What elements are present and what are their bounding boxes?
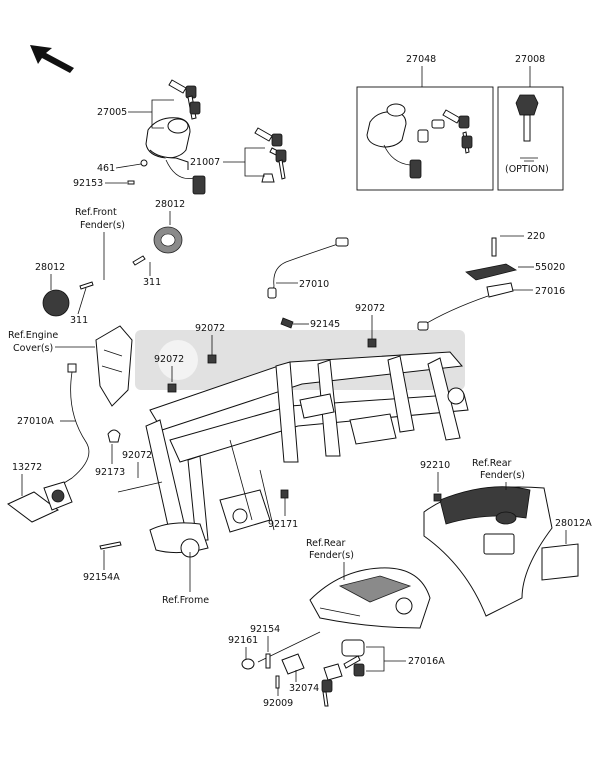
label-ref-frame: Ref.Frome [162,595,209,606]
rear-fender-right [423,486,553,617]
box-27008: (OPTION) [497,86,564,191]
label-92145: 92145 [310,319,340,330]
label-28012A: 28012A [555,518,592,529]
label-27016: 27016 [535,286,565,297]
label-27016A: 27016A [408,656,445,667]
label-92154: 92154 [250,624,280,635]
label-92009: 92009 [263,698,293,709]
label-option: (OPTION) [505,164,549,175]
label-27010A: 27010A [17,416,54,427]
label-ref-engine-cover-1: Ref.Engine [8,330,58,341]
cable-27010 [267,237,349,299]
label-92072-b: 92072 [355,303,385,314]
bracket-13272 [7,481,73,523]
ignition-switch-assembly [127,79,206,195]
label-ref-engine-cover-2: Cover(s) [13,343,53,354]
label-ref-rear-fender-r2: Fender(s) [480,470,525,481]
engine-cover-part [95,325,133,407]
label-461: 461 [97,163,115,174]
label-28012-left: 28012 [35,262,65,273]
box-27048 [356,86,494,191]
label-ref-rear-fender-r1: Ref.Rear [472,458,512,469]
label-92161: 92161 [228,635,258,646]
label-92173: 92173 [95,467,125,478]
label-27008: 27008 [515,54,545,65]
label-92154A: 92154A [83,572,120,583]
label-28012-top: 28012 [155,199,185,210]
label-ref-front-fender-2: Fender(s) [80,220,125,231]
label-311-b: 311 [70,315,88,326]
label-92072-c: 92072 [154,354,184,365]
label-13272: 13272 [12,462,42,473]
label-27048: 27048 [406,54,436,65]
label-92072-d: 92072 [122,450,152,461]
label-92153: 92153 [73,178,103,189]
label-220: 220 [527,231,545,242]
label-92171: 92171 [268,519,298,530]
label-92072-a: 92072 [195,323,225,334]
label-32074: 32074 [289,683,319,694]
label-311-a: 311 [143,277,161,288]
motorcycle-frame [145,351,469,558]
label-27010: 27010 [299,279,329,290]
lock-set-27016A [321,639,365,707]
key-set-21007 [254,127,287,183]
label-21007: 21007 [190,157,220,168]
front-direction-arrow-icon [30,45,74,73]
label-ref-front-fender-1: Ref.Front [75,207,117,218]
label-55020: 55020 [535,262,565,273]
label-92210: 92210 [420,460,450,471]
label-27005: 27005 [97,107,127,118]
label-ref-rear-fender-c2: Fender(s) [309,550,354,561]
label-ref-rear-fender-c1: Ref.Rear [306,538,346,549]
rear-fender-center [309,567,431,629]
